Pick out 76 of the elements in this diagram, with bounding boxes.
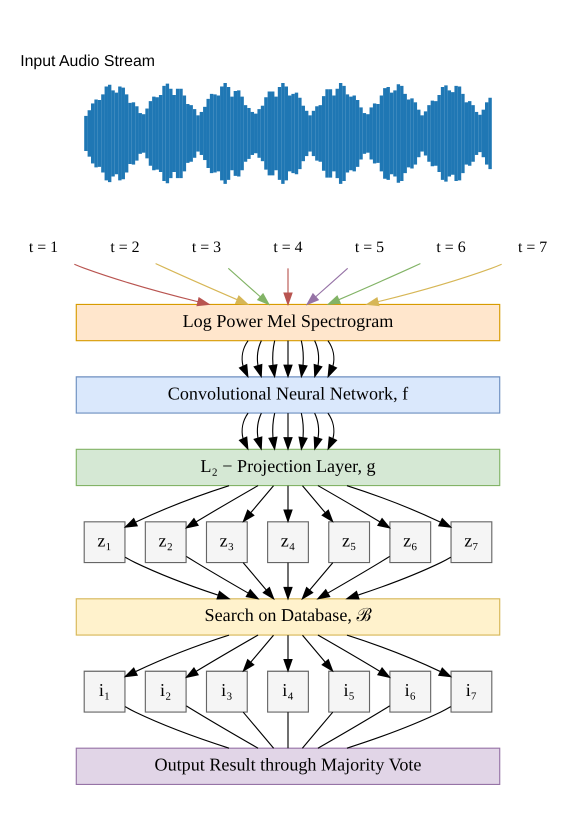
arrow (327, 340, 338, 378)
arrow (298, 412, 308, 450)
connector (242, 711, 274, 748)
node-box: z₁ (84, 520, 126, 563)
arrow (302, 634, 334, 672)
connector (124, 706, 230, 748)
arrow (238, 412, 249, 450)
node-text: t = 2 (110, 238, 140, 256)
arrow (124, 484, 230, 528)
arrow (253, 340, 262, 378)
node-box: z₃ (206, 520, 248, 563)
node-box: z₇ (450, 520, 492, 563)
arrow (283, 562, 293, 600)
arrow (326, 262, 421, 304)
node-box: i₇ (450, 670, 492, 712)
arrow (365, 263, 502, 306)
arrow (327, 412, 338, 450)
arrow (228, 267, 270, 306)
arrow (283, 634, 293, 672)
arrow (298, 340, 308, 378)
arrow (186, 555, 260, 600)
arrow (301, 562, 334, 600)
node-box: i₁ (84, 670, 126, 712)
arrow (268, 412, 278, 450)
arrow (316, 555, 390, 600)
arrow (242, 484, 274, 522)
arrow (74, 263, 211, 306)
arrow (238, 340, 249, 378)
node-box: z₂ (144, 520, 187, 563)
arrow (242, 562, 275, 600)
connector (186, 704, 258, 748)
node-box: Log Power Mel Spectrogram (76, 303, 500, 341)
arrow (345, 556, 452, 600)
arrow (253, 412, 262, 450)
node-text: t = 6 (436, 238, 466, 256)
node-box: Search on Database, ℬ (76, 598, 500, 636)
node-text: t = 3 (192, 238, 222, 256)
arrow (124, 556, 231, 600)
node-box: z₆ (389, 520, 432, 563)
arrow (184, 484, 258, 528)
arrow (318, 634, 392, 678)
node-text: t = 5 (354, 238, 384, 256)
node-box: i₆ (389, 670, 432, 712)
arrow (346, 484, 452, 528)
diagram-title: Input Audio Stream (20, 52, 155, 70)
arrow (283, 485, 293, 523)
node-box: z₄ (267, 520, 309, 563)
node-box: i₅ (328, 670, 370, 712)
arrow (283, 412, 293, 450)
node-box: z₅ (328, 520, 370, 563)
node-text: t = 4 (273, 238, 303, 256)
arrow (314, 412, 323, 450)
node-text: t = 1 (28, 238, 58, 256)
node-box: i₃ (206, 670, 248, 712)
node-box: Convolutional Neural Network, f (76, 376, 500, 414)
connector (302, 711, 334, 748)
arrow (155, 262, 250, 304)
arrow (306, 267, 348, 306)
arrow (268, 340, 278, 378)
arrow (283, 340, 293, 378)
arrow (283, 268, 293, 306)
node-text: t = 7 (518, 238, 548, 256)
node-box: i₂ (144, 670, 187, 712)
arrow (302, 484, 334, 522)
connector (346, 706, 452, 748)
arrow (346, 634, 452, 677)
arrow (242, 634, 274, 672)
node-box: L₂ − Projection Layer, g (76, 448, 500, 486)
connector (318, 704, 390, 748)
arrow (184, 634, 258, 678)
arrow (314, 340, 323, 378)
node-box: i₄ (267, 670, 309, 712)
connector (287, 712, 289, 748)
node-box: Output Result through Majority Vote (76, 747, 500, 785)
arrow (124, 634, 230, 677)
arrow (318, 484, 392, 528)
